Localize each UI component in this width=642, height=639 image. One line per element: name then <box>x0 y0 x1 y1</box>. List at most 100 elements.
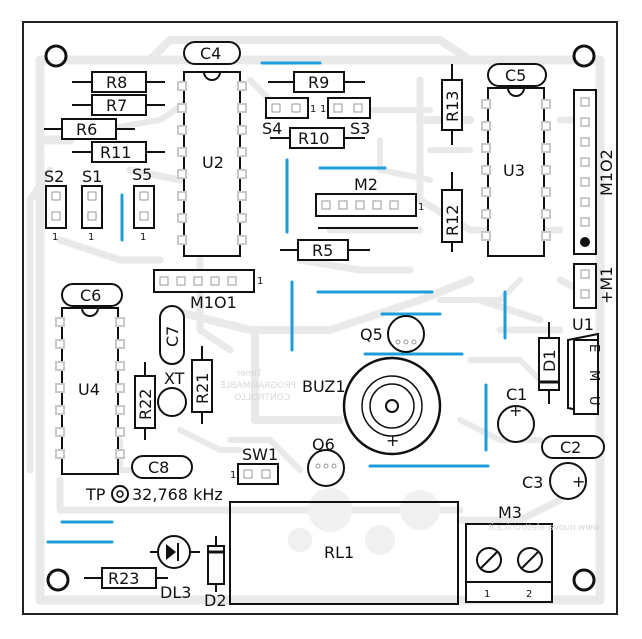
connector-m2: M2 1 <box>315 175 424 229</box>
ic-u4: U4 <box>55 307 125 475</box>
resistor-r22: R22 <box>134 362 156 440</box>
svg-text:+M1: +M1 <box>597 267 616 304</box>
svg-text:R10: R10 <box>298 129 329 148</box>
u4-label: U4 <box>78 380 100 399</box>
mounting-hole-tr <box>572 44 596 68</box>
u2-label: U2 <box>202 153 224 172</box>
switch-s3: S3 1 <box>320 97 371 138</box>
transistor-q6: Q6 <box>307 435 345 487</box>
svg-text:M1O2: M1O2 <box>597 149 616 196</box>
resistor-r13: R13 <box>441 64 463 145</box>
svg-text:U: U <box>586 396 601 406</box>
test-point-tp: TP 32,768 kHz <box>85 485 223 504</box>
capacitor-c1: + C1 <box>497 385 535 443</box>
svg-text:1: 1 <box>257 276 263 287</box>
svg-text:CONTROLLO: CONTROLLO <box>234 393 290 403</box>
capacitor-c8: C8 <box>131 455 193 479</box>
svg-text:+: + <box>509 401 522 420</box>
resistor-r8: R8 <box>72 71 165 93</box>
resistor-r5: R5 <box>280 239 370 261</box>
svg-text:R7: R7 <box>106 96 127 115</box>
switch-s4: S4 1 <box>262 97 316 138</box>
ic-u2: U2 <box>177 71 247 257</box>
svg-text:R21: R21 <box>193 373 212 404</box>
svg-text:U1: U1 <box>572 315 594 334</box>
connector-m1o2: M1O2 <box>573 89 616 255</box>
svg-text:S4: S4 <box>262 119 282 138</box>
svg-text:M2: M2 <box>354 175 378 194</box>
ghost-text: Timer PROGRAMMABLE CONTROLLO www.nuova-e… <box>219 369 600 533</box>
svg-text:SW1: SW1 <box>242 445 278 464</box>
svg-text:1: 1 <box>418 202 424 213</box>
resistor-r12: R12 <box>441 172 463 252</box>
switch-s1: S1 1 <box>81 167 103 243</box>
svg-text:C6: C6 <box>80 286 101 305</box>
svg-text:C5: C5 <box>505 66 526 85</box>
diode-d1: D1 <box>538 322 560 404</box>
buzzer-buz1: BUZ1 + <box>302 356 442 456</box>
svg-text:DL3: DL3 <box>160 583 191 602</box>
svg-text:D1: D1 <box>540 350 559 373</box>
svg-text:R11: R11 <box>100 143 131 162</box>
svg-text:2: 2 <box>526 589 532 600</box>
capacitor-c7: C7 <box>159 305 185 365</box>
switch-s5: S5 1 <box>132 165 155 243</box>
svg-text:1: 1 <box>88 232 94 243</box>
svg-text:C3: C3 <box>522 473 543 492</box>
resistor-r10: R10 <box>270 127 365 149</box>
mounting-hole-bl <box>46 568 70 592</box>
svg-text:M: M <box>586 370 601 381</box>
svg-text:C7: C7 <box>163 326 182 347</box>
capacitor-c5: C5 <box>487 63 547 87</box>
svg-text:1: 1 <box>230 470 236 481</box>
transistor-q5: Q5 <box>360 315 425 353</box>
mounting-hole-br <box>572 568 596 592</box>
jumper-wires <box>46 61 507 544</box>
svg-text:1: 1 <box>484 589 490 600</box>
resistor-r21: R21 <box>191 346 213 424</box>
svg-text:D2: D2 <box>204 591 227 610</box>
svg-text:R9: R9 <box>308 73 329 92</box>
svg-text:S3: S3 <box>350 119 370 138</box>
svg-text:+: + <box>386 431 399 450</box>
svg-text:R12: R12 <box>443 205 462 236</box>
svg-text:C2: C2 <box>560 438 581 457</box>
mounting-holes <box>44 44 596 592</box>
svg-text:XT: XT <box>164 369 185 388</box>
switch-sw1: SW1 1 <box>230 445 279 485</box>
mounting-hole-tl <box>44 44 68 68</box>
svg-text:C4: C4 <box>200 44 221 63</box>
ic-u3: U3 <box>481 87 551 257</box>
svg-text:1: 1 <box>140 232 146 243</box>
capacitor-c6: C6 <box>61 283 123 307</box>
svg-text:M3: M3 <box>498 503 522 522</box>
svg-text:1: 1 <box>310 104 316 115</box>
connector-m1o1: M1O1 1 <box>153 269 263 312</box>
svg-text:1: 1 <box>52 232 58 243</box>
svg-text:RL1: RL1 <box>324 543 354 562</box>
switch-s2: S2 1 <box>44 167 67 243</box>
svg-text:TP: TP <box>85 485 106 504</box>
resistor-r6: R6 <box>44 118 135 140</box>
resistor-r23: R23 <box>84 567 168 589</box>
led-dl3: DL3 <box>150 535 200 602</box>
svg-text:R23: R23 <box>108 569 139 588</box>
capacitor-c4: C4 <box>183 41 241 65</box>
svg-text:1: 1 <box>320 104 326 115</box>
connector-m1: +M1 <box>573 263 616 309</box>
svg-text:R6: R6 <box>76 120 97 139</box>
terminal-m3: M3 1 2 <box>465 503 553 603</box>
svg-text:R8: R8 <box>106 73 127 92</box>
svg-text:Timer: Timer <box>236 369 263 379</box>
resistor-r11: R11 <box>72 141 165 163</box>
svg-text:S2: S2 <box>44 167 64 186</box>
capacitor-c3: + C3 <box>522 462 587 500</box>
svg-text:32,768 kHz: 32,768 kHz <box>132 485 223 504</box>
regulator-u1: U1 E M U <box>567 315 601 416</box>
svg-text:S5: S5 <box>132 165 152 184</box>
svg-text:E: E <box>586 344 601 352</box>
resistor-r7: R7 <box>72 94 165 116</box>
svg-text:C8: C8 <box>148 458 169 477</box>
svg-text:C1: C1 <box>506 385 527 404</box>
